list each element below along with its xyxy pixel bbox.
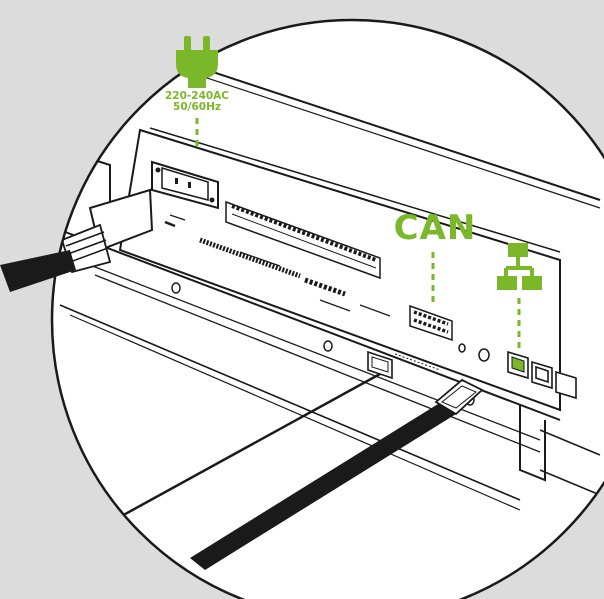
leader-lines — [195, 118, 521, 352]
vent-slots — [52, 167, 67, 213]
can-label: CAN — [393, 208, 477, 248]
can-plug — [117, 350, 393, 520]
power-voltage-label: 220-240AC — [164, 90, 230, 102]
device-view — [52, 27, 601, 570]
ethernet-cable — [190, 404, 456, 570]
power-inlet — [151, 160, 219, 210]
can-port — [409, 304, 453, 342]
power-plug — [60, 188, 154, 274]
silkscreen-print — [164, 214, 441, 371]
end-bracket — [519, 405, 546, 482]
terminal-block — [225, 200, 381, 280]
ethernet-plug — [190, 378, 484, 570]
can-cable — [117, 372, 381, 520]
ethernet-ports — [507, 350, 577, 400]
power-frequency-label: 50/60Hz — [173, 101, 221, 113]
power-plug-icon — [176, 36, 218, 88]
network-icon — [497, 243, 542, 290]
